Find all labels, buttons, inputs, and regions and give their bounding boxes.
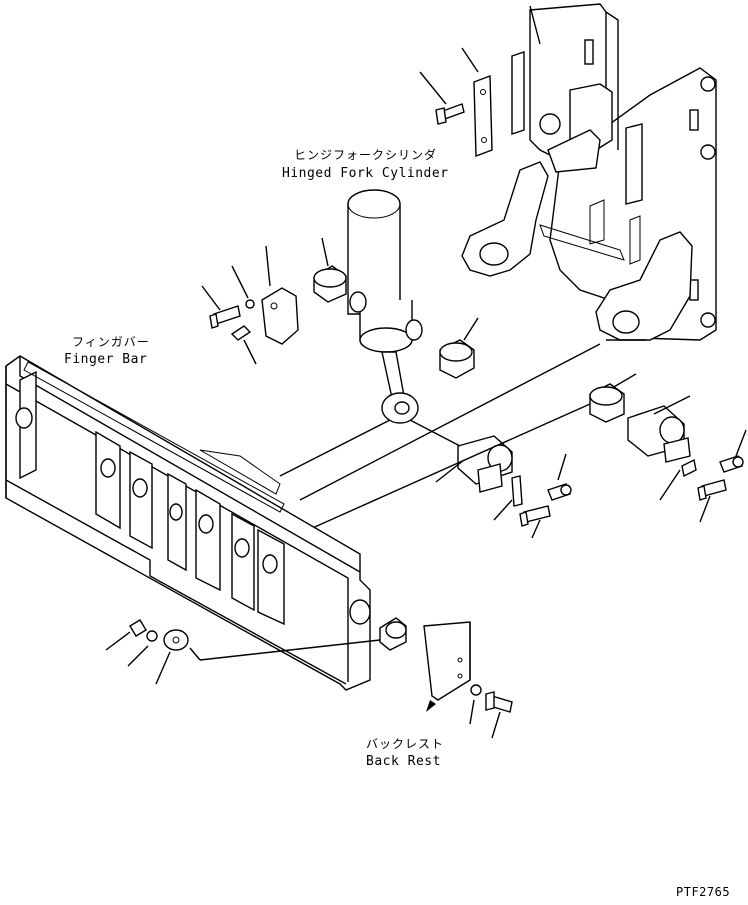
back-rest-label-en: Back Rest xyxy=(366,754,441,769)
figure-code: PTF2765 xyxy=(676,885,731,899)
finger-bar-hardware xyxy=(105,617,407,685)
back-rest xyxy=(423,621,513,739)
finger-bar-label-jp: フィンガバー xyxy=(72,335,150,349)
frame-plate-bolt xyxy=(419,5,541,158)
carriage-frame xyxy=(461,3,717,341)
assembly-lines xyxy=(279,339,646,531)
finger-bar xyxy=(5,355,371,691)
hinged-fork-cylinder xyxy=(347,189,423,424)
back-rest-label-jp: バックレスト xyxy=(366,737,445,751)
cylinder-clamp xyxy=(201,245,299,365)
finger-bar-label-en: Finger Bar xyxy=(64,352,148,367)
cylinder-label-en: Hinged Fork Cylinder xyxy=(282,166,449,181)
hinge-pins xyxy=(435,395,747,539)
cylinder-label-jp: ヒンジフォークシリンダ xyxy=(294,148,438,162)
finger-bar-slots xyxy=(95,430,285,626)
bushings xyxy=(313,237,637,423)
